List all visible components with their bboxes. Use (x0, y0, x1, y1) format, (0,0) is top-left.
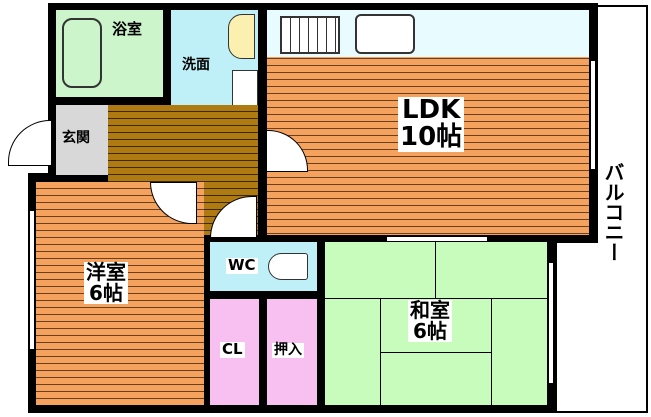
japanese-size: 6帖 (413, 319, 447, 343)
japanese-name: 和室 (410, 298, 450, 322)
closet-label: CL (220, 340, 245, 358)
ldk-size: 10帖 (400, 122, 463, 153)
washer-space-icon (232, 70, 258, 110)
window (386, 236, 488, 242)
ldk-name: LDK (401, 95, 461, 125)
stove-icon (280, 16, 340, 54)
ldk-label: LDK 10帖 (398, 95, 465, 153)
bathtub-icon (62, 18, 102, 88)
balcony-label: バルコニー (601, 160, 625, 264)
entrance-label: 玄関 (60, 130, 92, 146)
hallway-top (108, 105, 163, 125)
japanese-label: 和室 6帖 (408, 300, 452, 342)
entrance-door[interactable] (8, 120, 52, 166)
western-name: 洋室 (86, 260, 126, 284)
window (29, 210, 35, 350)
sink-icon (355, 14, 415, 54)
bathroom-label: 浴室 (110, 20, 145, 38)
washroom-label: 洗面 (180, 57, 212, 73)
toilet-label: WC (226, 256, 258, 274)
western-label: 洋室 6帖 (84, 262, 128, 304)
washbasin-icon (228, 14, 255, 59)
window (548, 262, 554, 384)
toilet-icon (268, 253, 308, 280)
western-size: 6帖 (89, 281, 123, 305)
window (590, 60, 596, 170)
oshiire-label: 押入 (272, 342, 304, 358)
